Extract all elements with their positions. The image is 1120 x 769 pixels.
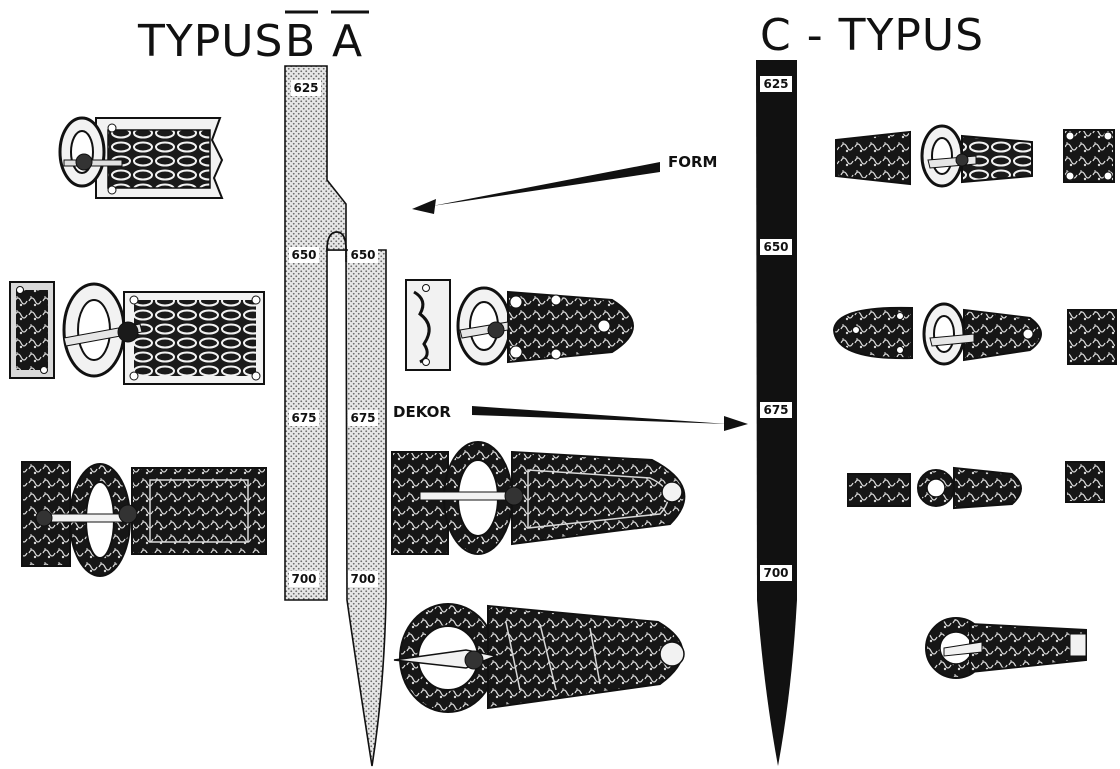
timeline-c: 625 650 675 700 xyxy=(756,60,797,766)
timeline-b-bar xyxy=(285,66,346,600)
year-label-b-700: 700 xyxy=(291,572,316,586)
dekor-label: DEKOR xyxy=(393,403,451,421)
title-c-typus: C - TYPUS xyxy=(760,10,984,61)
dekor-arrowhead-icon xyxy=(724,416,748,431)
buckle-a-late xyxy=(394,604,684,712)
form-label: FORM xyxy=(668,153,717,171)
year-label-b-625: 625 xyxy=(293,81,318,95)
arrow-form: FORM xyxy=(412,153,717,214)
year-label-b-650: 650 xyxy=(291,248,316,262)
form-arrow-shaft xyxy=(432,162,660,206)
buckle-c-625 xyxy=(836,126,1114,186)
year-label-a-700: 700 xyxy=(350,572,375,586)
year-label-c-675: 675 xyxy=(763,403,788,417)
year-label-b-675: 675 xyxy=(291,411,316,425)
buckle-b-middle xyxy=(10,282,264,384)
year-label-a-675: 675 xyxy=(350,411,375,425)
timeline-b: 625 650 675 700 xyxy=(285,66,346,600)
buckle-c-675 xyxy=(848,462,1104,508)
year-label-a-650: 650 xyxy=(350,248,375,262)
arrow-dekor: DEKOR xyxy=(393,403,748,431)
title-b: B xyxy=(285,16,316,67)
dekor-arrow-shaft xyxy=(472,406,728,424)
title-a: A xyxy=(332,16,363,67)
buckle-c-700 xyxy=(926,618,1086,678)
buckle-c-650 xyxy=(834,304,1116,364)
buckle-a-middle xyxy=(392,442,684,554)
year-label-c-650: 650 xyxy=(763,240,788,254)
timeline-a-bar xyxy=(327,232,386,766)
year-label-c-625: 625 xyxy=(763,77,788,91)
title-b-with-bar: B xyxy=(285,12,318,67)
form-arrowhead-icon xyxy=(412,199,436,214)
buckle-b-early xyxy=(60,118,222,198)
title-typus-left: TYPUS xyxy=(137,16,283,67)
buckle-b-late xyxy=(22,462,266,576)
title-a-with-bar: A xyxy=(331,12,369,67)
buckle-a-early xyxy=(406,280,633,370)
timeline-a: 650 675 700 xyxy=(327,232,386,766)
year-label-c-700: 700 xyxy=(763,566,788,580)
